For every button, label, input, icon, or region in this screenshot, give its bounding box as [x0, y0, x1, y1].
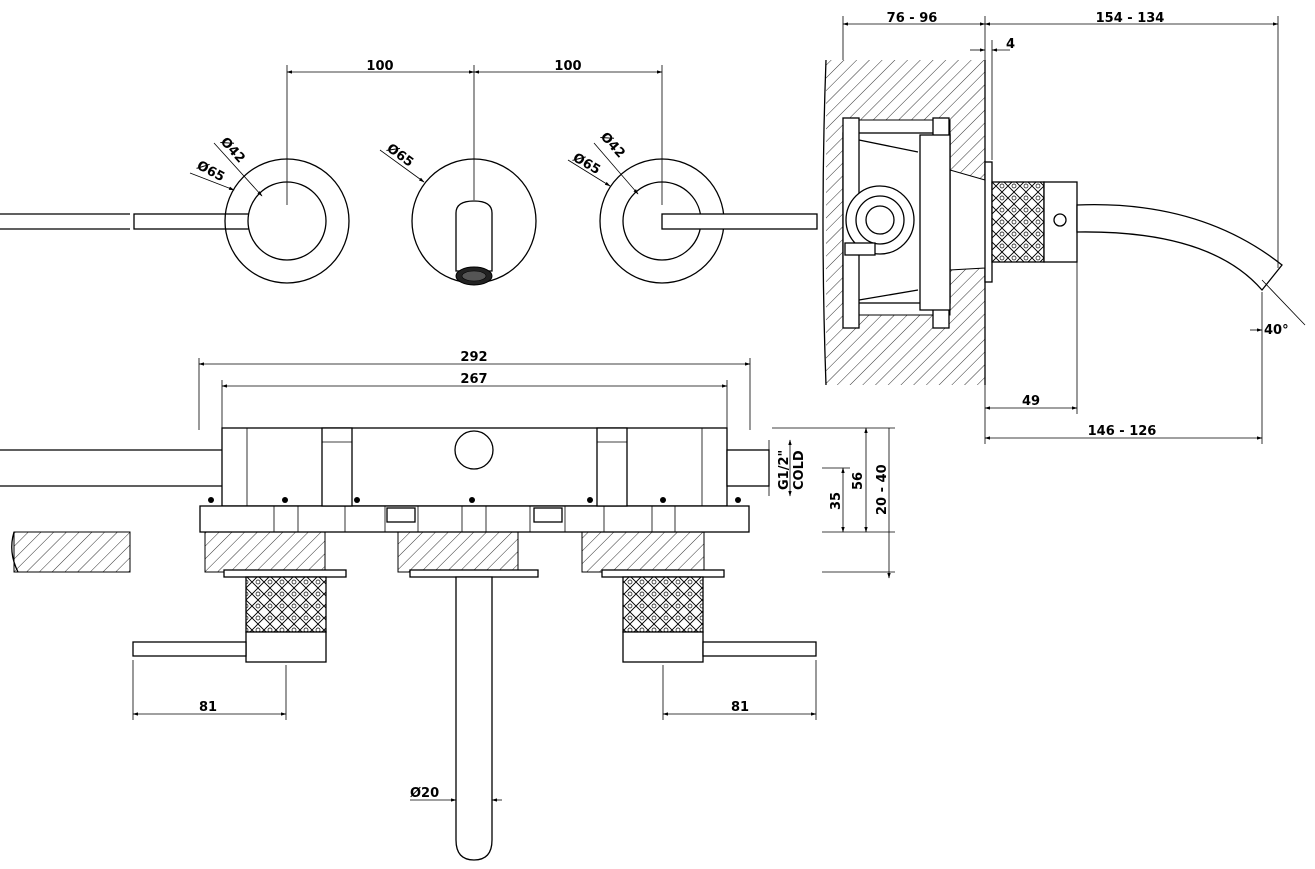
dim-height-35: 35 — [829, 492, 844, 510]
front-left-lever — [0, 158, 350, 284]
plan-view: 292 267 — [0, 350, 895, 861]
dim-overall-292: 292 — [460, 350, 487, 365]
plan-screws — [208, 497, 741, 503]
dim-height-56: 56 — [851, 472, 866, 490]
dim-dia42-left: Ø42 — [217, 135, 248, 167]
dim-spout-angle: 40° — [1264, 323, 1289, 338]
dim-dia42-right: Ø42 — [597, 130, 628, 162]
dim-inlet-thread: G1/2" — [777, 450, 792, 490]
dim-lever-left-81: 81 — [199, 700, 217, 715]
dim-dia65-center: Ø65 — [384, 141, 416, 170]
dim-dia65-right: Ø65 — [570, 150, 603, 178]
dim-inlet-label: COLD — [792, 450, 807, 490]
dim-side-bottom-reach: 146 - 126 — [1088, 424, 1157, 439]
dim-front-spacing-left: 100 — [366, 59, 393, 74]
dim-side-wall-depth: 76 - 96 — [887, 11, 938, 26]
dim-side-49: 49 — [1022, 394, 1040, 409]
dim-spout-dia: Ø20 — [410, 786, 439, 801]
dim-side-plate: 4 — [1006, 37, 1015, 52]
side-view: 76 - 96 154 - 134 4 49 146 - 126 40° — [822, 11, 1306, 444]
front-view: 100 100 Ø42 Ø65 Ø65 Ø42 Ø65 — [0, 59, 818, 286]
dim-overall-267: 267 — [460, 372, 487, 387]
front-right-lever — [599, 158, 818, 284]
dim-front-spacing-right: 100 — [554, 59, 581, 74]
dim-wall-range: 20 - 40 — [875, 464, 890, 515]
dim-side-top-reach: 154 - 134 — [1096, 11, 1165, 26]
dim-lever-right-81: 81 — [731, 700, 749, 715]
